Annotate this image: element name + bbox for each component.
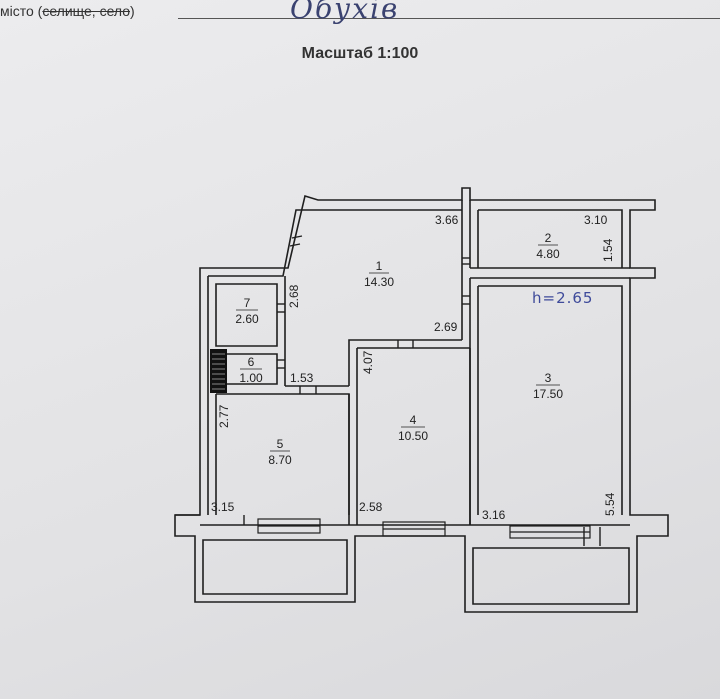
outer-wall [174, 187, 669, 613]
dim-label: 2.58 [359, 500, 383, 514]
scale-title: Масштаб 1:100 [301, 45, 419, 62]
room-7-area: 2.60 [235, 312, 259, 326]
header-underline [178, 18, 720, 19]
settlement-type-label: місто (селище, село) [0, 3, 135, 19]
dim-label: 2.69 [434, 320, 458, 334]
dim-label: 2.68 [287, 284, 301, 308]
room-7-number: 7 [244, 296, 251, 310]
room-4-area: 10.50 [398, 429, 428, 443]
dim-label: 1.54 [601, 238, 615, 262]
door-tick [289, 243, 301, 247]
city-name-handwritten: Обухів [290, 0, 400, 25]
balcony-left [202, 539, 348, 595]
room-1-number: 1 [376, 259, 383, 273]
room-5-number: 5 [277, 437, 284, 451]
room7-box [215, 283, 278, 385]
dim-label: 3.15 [211, 500, 235, 514]
room-3-area: 17.50 [533, 387, 563, 401]
ventilation-shaft-icon [210, 349, 227, 393]
balcony-right [472, 547, 630, 605]
dim-label: 3.16 [482, 508, 506, 522]
dim-label: 3.10 [584, 213, 608, 227]
settlement-struck-text: селище, село [42, 3, 130, 19]
room-1-area: 14.30 [364, 275, 394, 289]
dim-label: 2.77 [217, 404, 231, 428]
door-tick [291, 235, 303, 239]
room-3-number: 3 [545, 371, 552, 385]
wall-rooms-7-6-right [284, 276, 470, 387]
room-4-number: 4 [410, 413, 417, 427]
dim-label: 3.66 [435, 213, 459, 227]
settlement-suffix: ) [130, 3, 135, 19]
bottom-wall-inner [175, 514, 630, 526]
inner-outline-left [207, 209, 462, 515]
room2-inner [477, 209, 623, 268]
room4-box [348, 348, 471, 525]
room-6-number: 6 [248, 355, 255, 369]
dim-label: 5.54 [603, 492, 617, 516]
ceiling-height-note: h=2.65 [532, 289, 593, 307]
room-5-area: 8.70 [268, 453, 292, 467]
room-6-area: 1.00 [239, 371, 263, 385]
room-2-number: 2 [545, 231, 552, 245]
dim-label: 4.07 [361, 350, 375, 374]
dim-label: 1.53 [290, 371, 314, 385]
settlement-prefix: місто ( [0, 3, 43, 19]
room-2-area: 4.80 [536, 247, 560, 261]
